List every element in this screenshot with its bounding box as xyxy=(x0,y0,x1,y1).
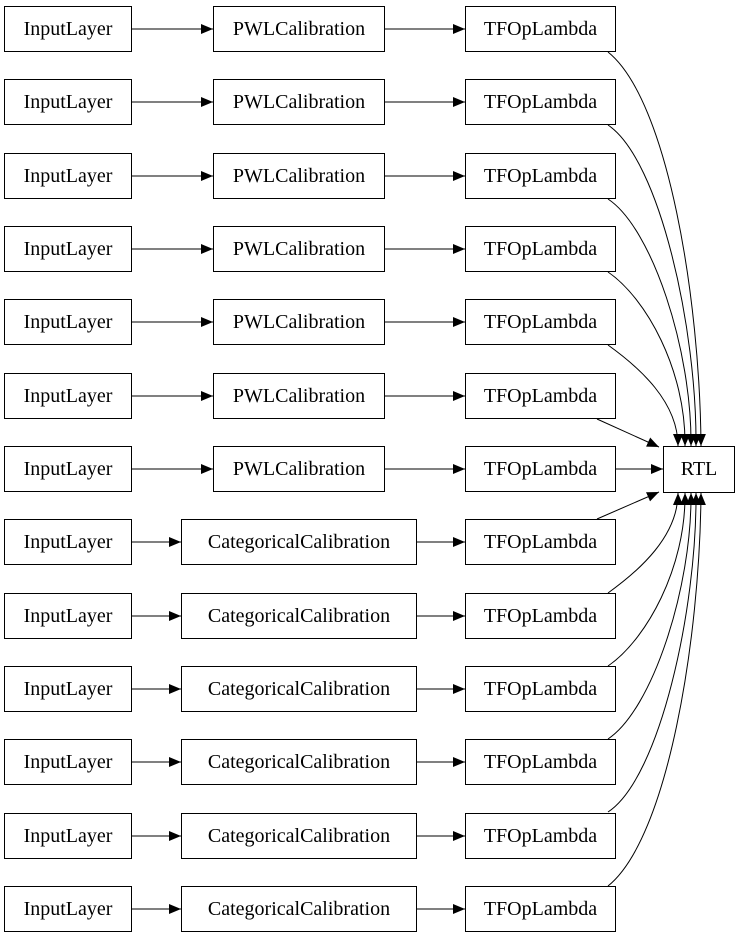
node-tfoplambda-3: TFOpLambda xyxy=(465,226,616,272)
edge-op-rtl-12 xyxy=(607,492,706,887)
edge-op-rtl-11 xyxy=(607,492,702,813)
node-inputlayer-6: InputLayer xyxy=(4,446,132,492)
edge-op-rtl-9 xyxy=(607,492,691,667)
edge-op-rtl-7 xyxy=(596,491,660,520)
edge-op-rtl-10 xyxy=(607,492,697,740)
node-tfoplambda-9: TFOpLambda xyxy=(465,666,616,712)
edge-op-rtl-5 xyxy=(596,418,660,448)
node-tfoplambda-10: TFOpLambda xyxy=(465,739,616,785)
node-tfoplambda-1: TFOpLambda xyxy=(465,79,616,125)
node-tfoplambda-6: TFOpLambda xyxy=(465,446,616,492)
node-tfoplambda-11: TFOpLambda xyxy=(465,813,616,859)
node-tfoplambda-0: TFOpLambda xyxy=(465,6,616,52)
node-inputlayer-9: InputLayer xyxy=(4,666,132,712)
node-inputlayer-12: InputLayer xyxy=(4,886,132,932)
node-pwlcalibration-6: PWLCalibration xyxy=(213,446,385,492)
node-pwlcalibration-5: PWLCalibration xyxy=(213,373,385,419)
node-tfoplambda-12: TFOpLambda xyxy=(465,886,616,932)
node-inputlayer-7: InputLayer xyxy=(4,519,132,565)
node-tfoplambda-4: TFOpLambda xyxy=(465,299,616,345)
edge-op-rtl-4 xyxy=(607,344,683,447)
node-tfoplambda-7: TFOpLambda xyxy=(465,519,616,565)
node-inputlayer-8: InputLayer xyxy=(4,593,132,639)
node-tfoplambda-8: TFOpLambda xyxy=(465,593,616,639)
edge-op-rtl-2 xyxy=(607,198,697,447)
edge-op-rtl-1 xyxy=(607,124,702,447)
node-inputlayer-5: InputLayer xyxy=(4,373,132,419)
node-tfoplambda-2: TFOpLambda xyxy=(465,153,616,199)
node-categoricalcalibration-8: CategoricalCalibration xyxy=(181,593,417,639)
node-pwlcalibration-4: PWLCalibration xyxy=(213,299,385,345)
node-inputlayer-1: InputLayer xyxy=(4,79,132,125)
edge-op-rtl-0 xyxy=(607,51,706,447)
node-inputlayer-0: InputLayer xyxy=(4,6,132,52)
node-categoricalcalibration-12: CategoricalCalibration xyxy=(181,886,417,932)
edge-op-rtl-3 xyxy=(607,271,691,447)
node-categoricalcalibration-9: CategoricalCalibration xyxy=(181,666,417,712)
node-pwlcalibration-3: PWLCalibration xyxy=(213,226,385,272)
node-pwlcalibration-0: PWLCalibration xyxy=(213,6,385,52)
node-inputlayer-11: InputLayer xyxy=(4,813,132,859)
edge-op-rtl-8 xyxy=(607,492,683,594)
node-tfoplambda-5: TFOpLambda xyxy=(465,373,616,419)
node-categoricalcalibration-7: CategoricalCalibration xyxy=(181,519,417,565)
node-inputlayer-2: InputLayer xyxy=(4,153,132,199)
node-inputlayer-3: InputLayer xyxy=(4,226,132,272)
node-categoricalcalibration-10: CategoricalCalibration xyxy=(181,739,417,785)
node-pwlcalibration-1: PWLCalibration xyxy=(213,79,385,125)
node-inputlayer-10: InputLayer xyxy=(4,739,132,785)
node-pwlcalibration-2: PWLCalibration xyxy=(213,153,385,199)
node-inputlayer-4: InputLayer xyxy=(4,299,132,345)
node-rtl: RTL xyxy=(663,446,735,493)
node-categoricalcalibration-11: CategoricalCalibration xyxy=(181,813,417,859)
